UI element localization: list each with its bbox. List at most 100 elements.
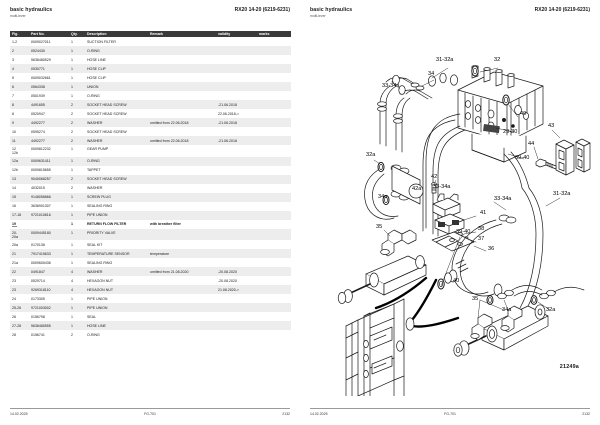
thick-hoses <box>374 276 460 328</box>
cell-description: SOCKET HEAD SCREW <box>87 111 127 116</box>
cell-part-no: 0520947 <box>31 111 45 116</box>
cell-part-no: 0530771 <box>31 66 45 71</box>
screw-42 <box>408 182 437 199</box>
cell-qty: 2 <box>71 129 73 134</box>
cell-description: HOSE LINE <box>87 323 106 328</box>
cell-fig: 3 <box>12 57 14 62</box>
cell-part-no: 5638480529 <box>31 57 51 62</box>
cell-validity: -20.08.2020 <box>218 278 237 283</box>
cell-fig: 20a <box>12 242 18 247</box>
cell-part-no: 0491847 <box>31 269 45 274</box>
cell-qty: 1 <box>71 39 73 44</box>
cell-part-no: 0009812232 <box>31 147 51 152</box>
model-designation-right: RX20 14-20 (6219-6231) <box>534 7 590 13</box>
cell-part-no: 4492277 <box>31 120 45 125</box>
cell-description: PIPE UNION <box>87 305 108 310</box>
cell-fig: 23 <box>12 287 16 292</box>
cell-part-no: 0564338 <box>31 84 45 89</box>
diagram-callout-35: 35 <box>376 224 382 230</box>
cell-description: PIPE UNION <box>87 213 108 218</box>
cell-qty: 1 <box>71 230 73 235</box>
model-designation: RX20 14-20 (6219-6231) <box>234 7 290 13</box>
cell-fig: 1-2 <box>12 39 18 44</box>
cell-part-no: 0529714 <box>31 278 45 283</box>
cell-description: WASHER <box>87 186 103 191</box>
cell-description: PIPE UNION <box>87 296 108 301</box>
title-block-right: basic hydraulics multi-lever <box>310 7 352 18</box>
diagram-callout-34: 34 <box>428 71 434 77</box>
cell-fig: 23 <box>12 278 16 283</box>
elbow-fitting-35-left <box>380 229 417 257</box>
cell-description: HEXAGON NUT <box>87 287 114 292</box>
cell-qty: 1 <box>71 168 73 173</box>
cell-part-no: 0524430 <box>31 48 45 53</box>
footer-code-right: FG-701 <box>444 412 456 416</box>
sensor-group <box>431 193 475 252</box>
cell-part-no: 4492277 <box>31 138 45 143</box>
cell-description: SOCKET HEAD SCREW <box>87 177 127 182</box>
cell-fig: 25-26 <box>12 305 22 310</box>
cell-remark: omitted from 22.06.2018 <box>150 120 189 125</box>
cell-validity: -20.08.2020 <box>218 269 237 274</box>
diagram-callout-41: 41 <box>480 210 486 216</box>
cell-part-no: 0009027011 <box>31 39 51 44</box>
cell-description: HOSE CLIP <box>87 75 106 80</box>
cell-description: HEXAGON NUT <box>87 278 114 283</box>
cell-description: SEAL KIT <box>87 242 103 247</box>
cell-part-no: 0009445180 <box>31 230 51 235</box>
cell-qty: 1 <box>71 159 73 164</box>
cell-part-no: 9721003002 <box>31 305 51 310</box>
diagram-callout-33-34a: 33-34a <box>433 184 451 190</box>
footer-date-right: 14.02.2025 <box>310 412 328 416</box>
diagram-callout-32: 32 <box>494 57 500 63</box>
hose-39-40 <box>444 219 503 297</box>
cell-fig: 4 <box>12 66 14 71</box>
cell-qty: 2 <box>71 102 73 107</box>
diagram-callout-31-32a: 31-32a <box>553 191 571 197</box>
cell-description: SOCKET HEAD SCREW <box>87 129 127 134</box>
cell-description: O-RING <box>87 93 100 98</box>
cell-qty: 2 <box>71 186 73 191</box>
cell-fig: 16 <box>12 204 16 209</box>
diagram-callout-42: 42 <box>431 174 437 180</box>
column-header-marks: marks <box>259 32 270 37</box>
cell-qty: 2 <box>71 332 73 337</box>
cell-part-no: 0156798 <box>31 314 45 319</box>
diagram-callout-34a: 34a <box>502 307 512 313</box>
cell-qty: 1 <box>71 323 73 328</box>
